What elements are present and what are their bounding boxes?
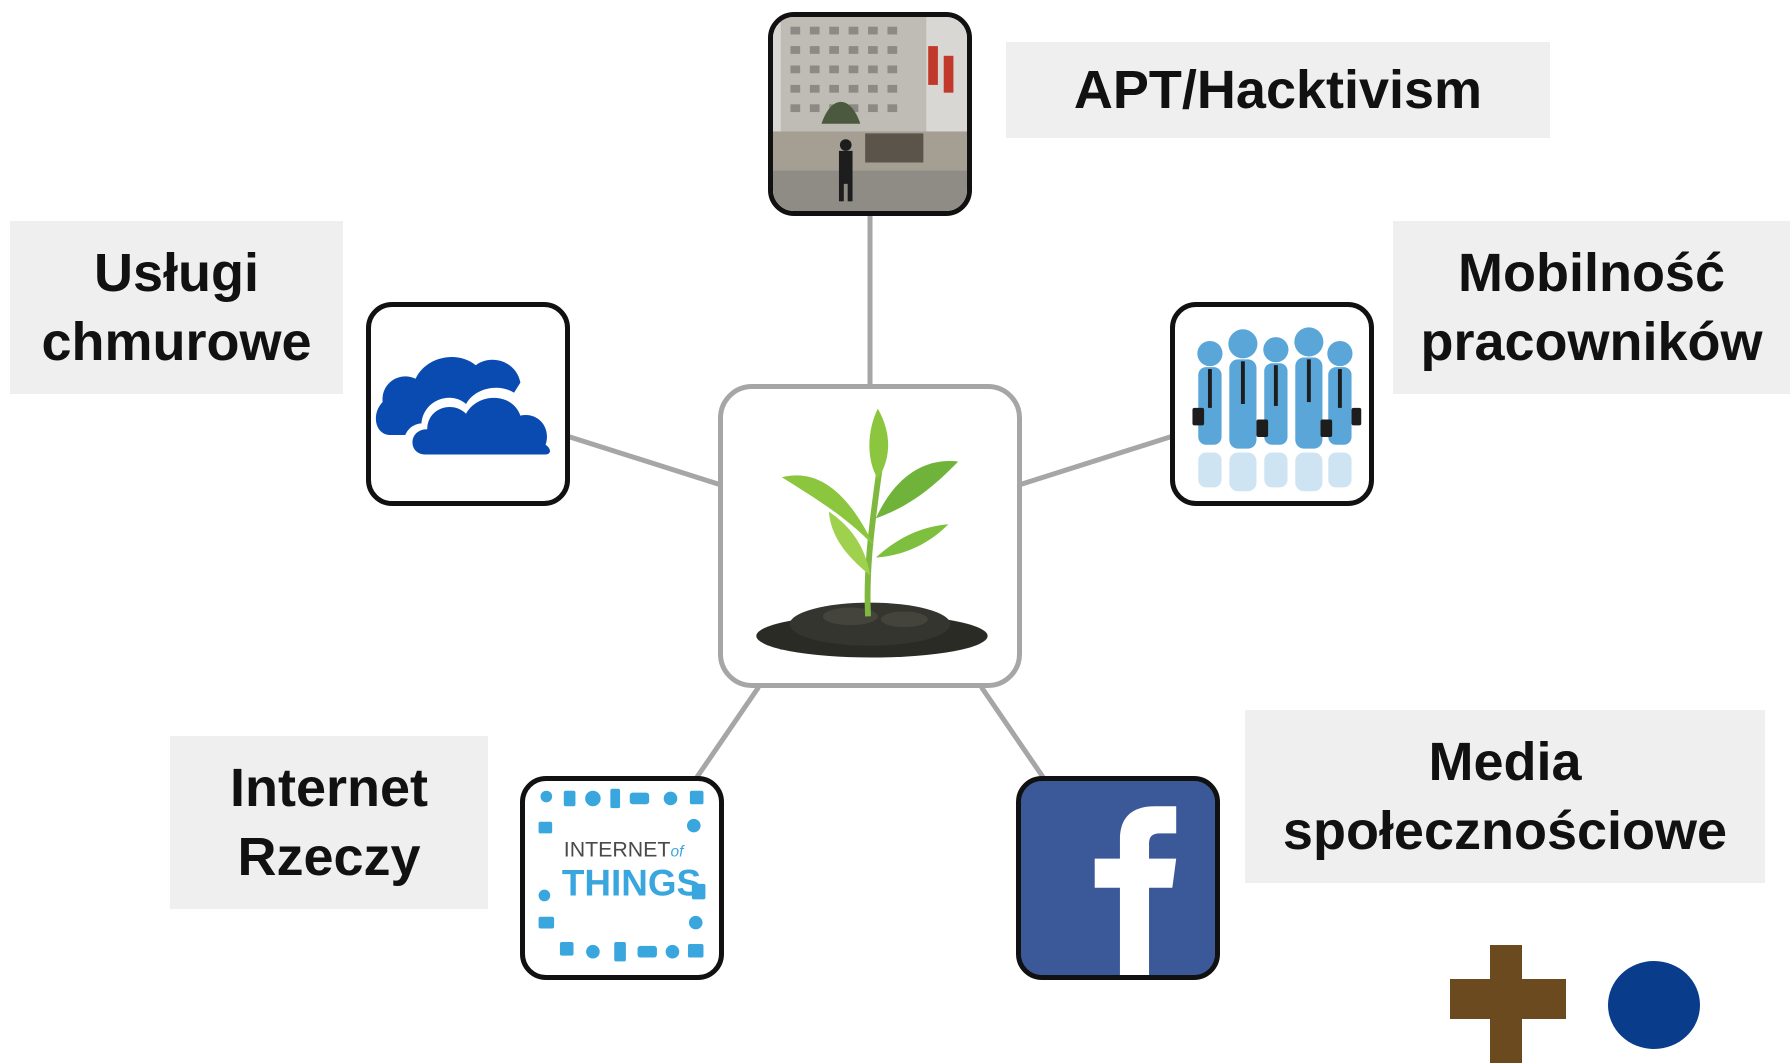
label-mobility: Mobilność pracowników <box>1393 221 1790 394</box>
label-iot-line1: Internet <box>229 758 429 819</box>
connector-iot <box>692 685 761 783</box>
label-social-line1: Media <box>1428 732 1582 793</box>
apt-node <box>768 12 972 216</box>
iot-tile-line1: INTERNET <box>564 838 671 862</box>
label-cloud: Usługi chmurowe <box>10 221 343 394</box>
label-mobility-line1: Mobilność <box>1458 243 1725 304</box>
connector-mobility <box>1019 434 1173 487</box>
center-node <box>718 384 1022 688</box>
label-social-line2: społecznościowe <box>1282 800 1728 861</box>
mobility-node <box>1170 302 1374 506</box>
label-cloud-line1: Usługi <box>93 243 259 304</box>
label-iot: Internet Rzeczy <box>170 736 488 909</box>
label-iot-line2: Rzeczy <box>237 826 421 887</box>
label-mobility-line2: pracowników <box>1420 311 1763 372</box>
cloud-icon <box>375 357 558 463</box>
iot-tile-line2: THINGS <box>562 862 701 903</box>
facebook-icon <box>1021 781 1215 975</box>
social-node <box>1016 776 1220 980</box>
label-apt: APT/Hacktivism <box>1006 42 1550 138</box>
corner-logo <box>1450 945 1700 1063</box>
navy-circle-shape <box>1608 961 1700 1049</box>
label-social: Media społecznościowe <box>1245 710 1765 883</box>
connector-cloud <box>567 434 721 487</box>
plant-sprout-icon <box>756 408 988 658</box>
brown-cross-shape <box>1450 945 1566 1063</box>
connector-social <box>979 685 1048 783</box>
office-building-photo <box>773 17 967 211</box>
cloud-node <box>366 302 570 506</box>
business-people-icon <box>1192 327 1362 492</box>
iot-tile-of: of <box>671 844 686 861</box>
label-cloud-line2: chmurowe <box>41 311 312 372</box>
internet-of-things-icon: INTERNET of THINGS <box>538 788 706 962</box>
label-apt-line1: APT/Hacktivism <box>1073 59 1483 120</box>
iot-node: INTERNET of THINGS <box>520 776 724 980</box>
